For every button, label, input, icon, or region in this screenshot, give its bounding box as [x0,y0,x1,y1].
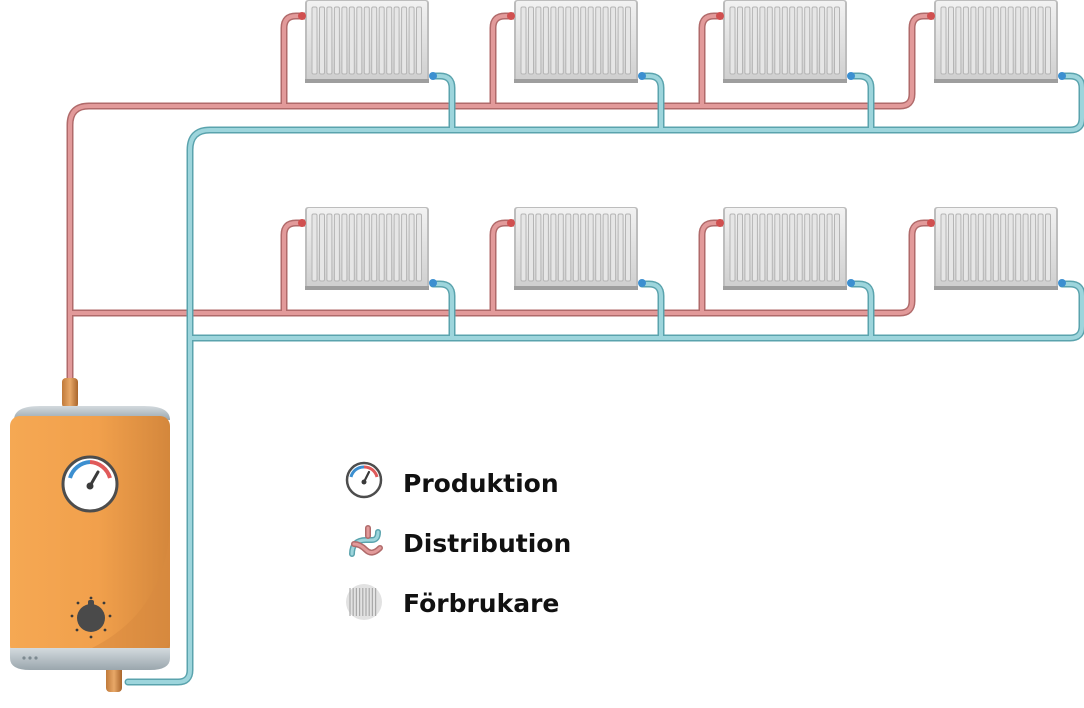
radiator-outlet-valve-icon [429,72,437,80]
radiator-outlet-valve-icon [1058,72,1066,80]
radiator-icon [927,207,1066,290]
radiator-inlet-valve-icon [927,12,935,20]
radiator-outlet-valve-icon [638,72,646,80]
radiator-inlet-valve-icon [716,12,724,20]
radiator-icon [298,207,437,290]
radiator-inlet-valve-icon [716,219,724,227]
radiator-icon [716,0,855,83]
pipe-icon [349,525,383,557]
boiler-supply-stub [62,378,78,408]
legend-label-production: Produktion [403,469,559,498]
legend-item-production: Produktion [345,461,559,499]
radiator-inlet-valve-icon [507,219,515,227]
radiator-outlet-valve-icon [429,279,437,287]
legend-label-consumer: Förbrukare [403,589,559,618]
radiator-inlet-valve-icon [927,219,935,227]
radiator-icon [716,207,855,290]
radiator-inlet-valve-icon [507,12,515,20]
boiler-gauge-icon [61,455,119,513]
boiler-thermostat-knob-icon[interactable] [70,596,112,639]
radiators [298,0,1066,290]
boiler-base [10,648,170,670]
radiator-outlet-valve-icon [638,279,646,287]
boiler-return-stub [106,664,122,692]
gauge-icon [345,461,383,499]
legend-label-distribution: Distribution [403,529,571,558]
radiator-outlet-valve-icon [1058,279,1066,287]
legend-item-consumer: Förbrukare [346,584,559,620]
radiator-outlet-valve-icon [847,72,855,80]
radiator-icon [298,0,437,83]
radiator-icon [927,0,1066,83]
supply-pipes [66,12,938,389]
return-pipes [124,72,1084,686]
legend: Produktion Distribution Förbrukare [345,461,571,620]
boiler-body [10,416,170,656]
legend-item-distribution: Distribution [349,525,571,558]
boiler [10,378,170,692]
boiler-shade [92,520,170,648]
radiator-icon [507,207,646,290]
radiator-icon [507,0,646,83]
radiator-icon [346,584,382,620]
radiator-inlet-valve-icon [298,219,306,227]
radiator-outlet-valve-icon [847,279,855,287]
radiator-inlet-valve-icon [298,12,306,20]
